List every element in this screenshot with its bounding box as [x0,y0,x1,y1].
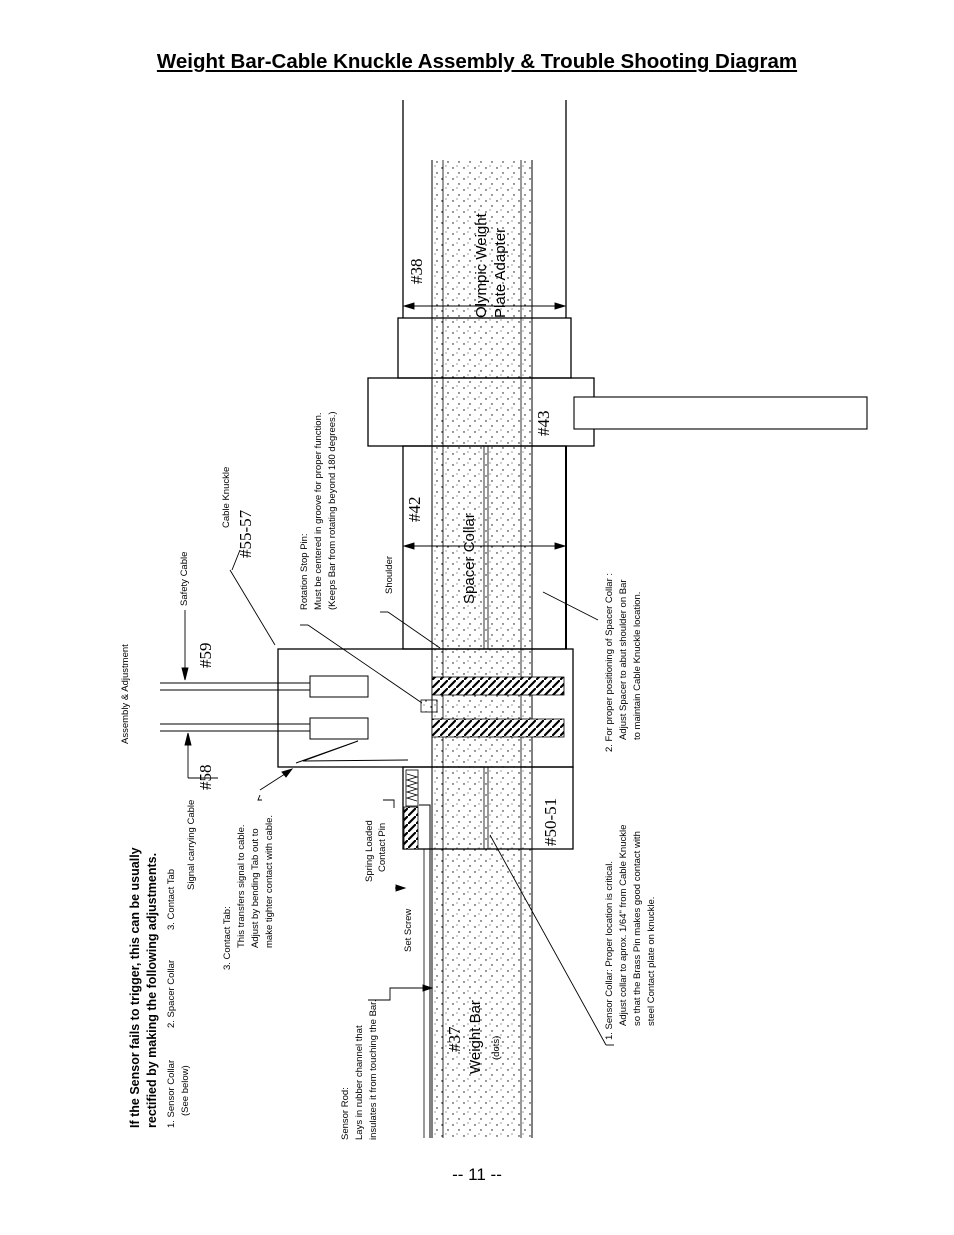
part-50-51: #50-51 [541,798,560,846]
signal-cable-label: Signal carrying Cable [186,800,197,890]
svg-text:Contact Pin: Contact Pin [377,823,388,872]
page-title: Weight Bar-Cable Knuckle Assembly & Trou… [156,50,798,73]
intro-item1: 1. Sensor Collar [166,1060,177,1128]
cable-knuckle [277,648,574,768]
svg-text:Must be centered in groove for: Must be centered in groove for proper fu… [313,412,324,610]
shoulder-label: Shoulder [384,556,395,594]
svg-text:3. Contact Tab:: 3. Contact Tab: [222,906,233,970]
intro-line2: rectified by making the following adjust… [145,853,159,1128]
sensor-collar-note: 1. Sensor Collar: Proper location is cri… [604,825,657,1040]
intro-item2: 2. Spacer Collar [166,960,177,1028]
sensor-collar [402,766,574,850]
intro-item1-note: (See below) [180,1065,191,1116]
part-43: #43 [534,411,553,437]
spacer-collar-label: Spacer Collar [461,513,478,604]
part-37: #37 [445,1026,464,1052]
svg-text:steel Contact plate on knuckle: steel Contact plate on knuckle. [646,897,657,1026]
svg-text:Adjust Spacer to abut shoulder: Adjust Spacer to abut shoulder on Bar [618,579,629,740]
svg-text:Plate Adapter: Plate Adapter [492,228,509,318]
svg-text:(Keeps Bar from rotating beyon: (Keeps Bar from rotating beyond 180 degr… [327,411,338,610]
svg-text:Adjust by bending Tab out to: Adjust by bending Tab out to [250,828,261,948]
safety-cable-label: Safety Cable [179,552,190,606]
set-screw-label: Set Screw [403,909,414,952]
intro-line1: If the Sensor fails to trigger, this can… [128,847,142,1128]
svg-text:2. For proper positioning of S: 2. For proper positioning of Spacer Coll… [604,573,615,752]
intro-item3: 3. Contact Tab [166,869,177,930]
svg-text:Rotation Stop Pin:: Rotation Stop Pin: [299,533,310,610]
sensor-rod [419,804,431,1138]
part-38: #38 [407,259,426,285]
olympic-adapter-label: Olympic Weight Plate Adapter [473,212,509,318]
svg-text:1. Sensor Collar: Proper locat: 1. Sensor Collar: Proper location is cri… [604,861,615,1040]
contact-tab-note: 3. Contact Tab: This transfers signal to… [222,815,275,970]
svg-text:insulates it from touching the: insulates it from touching the Bar. [368,1000,379,1140]
weight-bar-label: Weight Bar [467,1000,484,1074]
page-number: -- 11 -- [452,1165,502,1184]
svg-text:Spring Loaded: Spring Loaded [364,820,375,882]
dots-label: (dots) [491,1036,502,1060]
svg-text:This transfers signal to cable: This transfers signal to cable. [236,824,247,948]
svg-text:to maintain Cable Knuckle loca: to maintain Cable Knuckle location. [632,592,643,740]
part-42: #42 [405,497,424,523]
spring-pin-label: Spring Loaded Contact Pin [364,820,388,882]
part-59: #59 [196,643,215,669]
svg-text:Lays in rubber channel that: Lays in rubber channel that [354,1025,365,1140]
side-bar [573,396,868,430]
rotation-pin-note: Rotation Stop Pin: Must be centered in g… [299,411,338,610]
part-58: #58 [196,765,215,791]
sensor-rod-note: Sensor Rod: Lays in rubber channel that … [340,1000,379,1140]
leader-lines [181,302,614,1046]
svg-text:Olympic Weight: Olympic Weight [473,212,490,318]
cable-knuckle-label: Cable Knuckle [221,467,232,528]
spacer-collar-note: 2. For proper positioning of Spacer Coll… [604,573,643,752]
svg-text:make tighter contact with cabl: make tighter contact with cable. [264,815,275,948]
svg-text:so that the Brass Pin makes go: so that the Brass Pin makes good contact… [632,831,643,1026]
svg-text:Sensor Rod:: Sensor Rod: [340,1087,351,1140]
part-55-57: #55-57 [236,509,255,558]
cables [160,682,310,732]
svg-text:Adjust collar to aprox. 1/64": Adjust collar to aprox. 1/64" from Cable… [618,825,629,1026]
intro-block: If the Sensor fails to trigger, this can… [128,847,191,1128]
assembly-adjustment-label: Assembly & Adjustment [120,644,131,744]
